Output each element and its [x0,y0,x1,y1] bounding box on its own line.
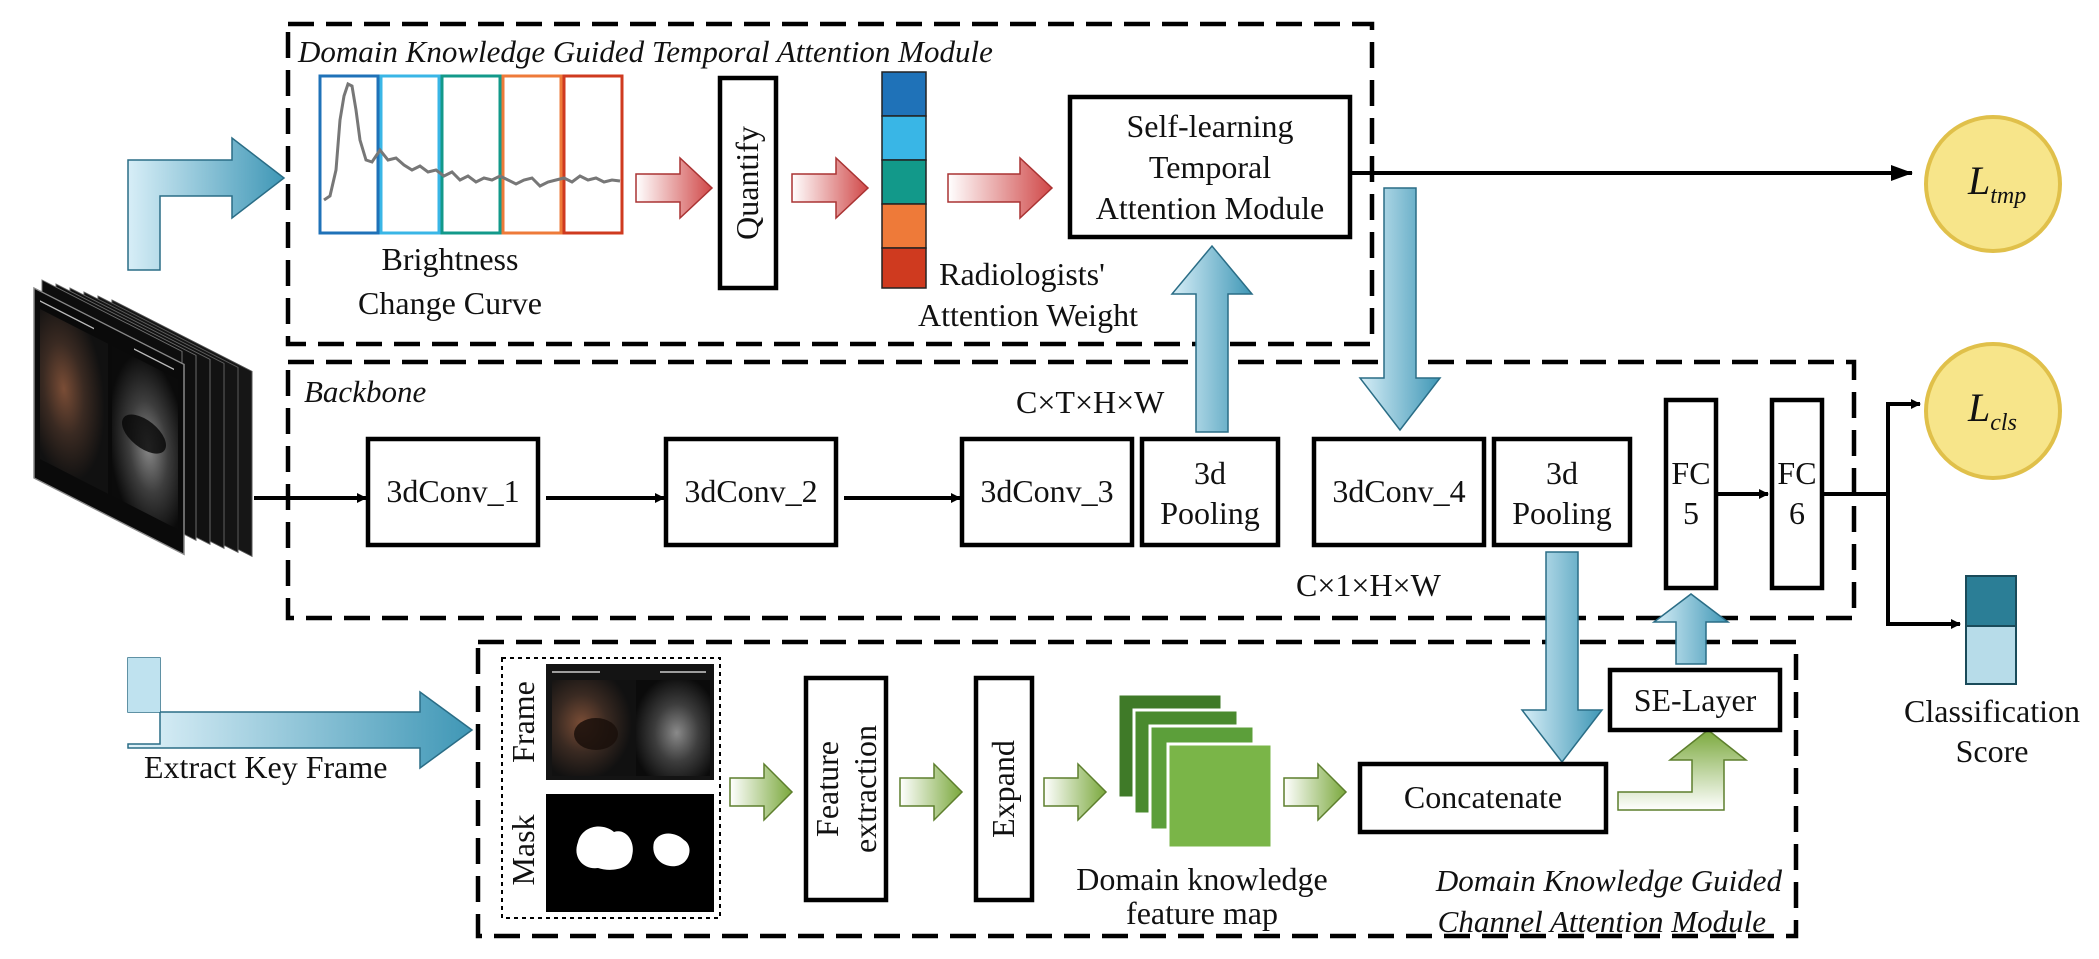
green-arrow-3 [1043,762,1108,822]
curve-label-line1: Brightness [382,241,519,277]
weight-label-line1: Radiologists' [939,256,1105,292]
fc5-line2: 5 [1683,495,1699,531]
green-arrow-2 [899,762,964,822]
feature-extraction-line2: extraction [847,725,883,853]
red-arrow-3 [947,156,1054,220]
classification-score-line1: Classification [1904,693,2080,729]
feature-map-stack [1116,692,1274,850]
self-learning-box [1067,94,1353,240]
quantify-label: Quantify [729,126,765,240]
backbone-border [285,359,1857,621]
lcls-loss-label: Lcls [1967,385,2017,436]
backbone-to-temporal-arrow [1170,244,1254,433]
fc5-line1: FC [1671,455,1710,491]
conv3-box [959,436,1135,548]
se-to-fc5-arrow [1651,593,1731,665]
pool1-box [1139,436,1281,548]
temporal-module-title: Domain Knowledge Guided Temporal Attenti… [297,34,993,69]
key-frame-image [546,664,714,780]
extract-key-frame-arrow [127,657,474,770]
conv4-label: 3dConv_4 [1332,473,1465,509]
temporal-to-backbone-arrow [1358,187,1442,432]
conv4-box [1311,436,1487,548]
red-arrow-1 [635,156,714,220]
lcls-loss-circle [1924,342,2062,480]
input-video-stack [33,279,253,558]
conv2-label: 3dConv_2 [684,473,817,509]
green-arrow-4 [1283,762,1348,822]
pool2-line2: Pooling [1512,495,1612,531]
mask-label: Mask [505,814,541,885]
concatenate-box [1357,761,1609,835]
se-layer-label: SE-Layer [1634,682,1757,718]
mask-image [546,794,714,912]
concat-to-se-arrow [1617,729,1749,811]
self-learning-line2: Temporal [1149,149,1271,185]
dim-bottom-label: C×1×H×W [1296,567,1442,603]
classification-score-bar [1965,575,2017,685]
conv1-box [365,436,541,548]
dim-top-label: C×T×H×W [1016,384,1165,420]
attention-weight-bar [881,71,927,289]
fc6-line1: FC [1777,455,1816,491]
feature-extraction-line1: Feature [809,741,845,837]
pool1-line2: Pooling [1160,495,1260,531]
conv1-label: 3dConv_1 [386,473,519,509]
conv3-label: 3dConv_3 [980,473,1113,509]
fc6-line2: 6 [1789,495,1805,531]
channel-module-border [475,639,1799,939]
pool2-line1: 3d [1546,455,1578,491]
fc6-to-score-arrow [1886,494,1961,629]
channel-module-title-line2: Channel Attention Module [1438,904,1767,939]
fc6-to-lcls-arrow [1822,399,1921,496]
fc6-box [1769,397,1825,591]
ltmp-loss-label: Ltmp [1967,158,2026,209]
self-learning-line3: Attention Module [1096,190,1324,226]
feature-map-line2: feature map [1126,895,1278,931]
channel-module-title-line1: Domain Knowledge Guided [1435,863,1783,898]
fc5-box [1663,397,1719,591]
brightness-change-curve [318,74,624,235]
se-layer-box [1607,667,1783,733]
extract-key-frame-label: Extract Key Frame [144,749,387,785]
curve-label-line2: Change Curve [358,285,542,321]
feature-extraction-box [803,675,889,903]
to-temporal-module-arrow [127,136,286,271]
weight-label-line2: Attention Weight [918,297,1138,333]
frame-label: Frame [505,681,541,763]
concatenate-label: Concatenate [1404,779,1562,815]
green-arrow-1 [729,762,794,822]
classification-score-line2: Score [1956,733,2029,769]
pool1-line1: 3d [1194,455,1226,491]
feature-map-line1: Domain knowledge [1076,861,1328,897]
backbone-title: Backbone [304,374,426,409]
red-arrow-2 [791,156,870,220]
self-learning-line1: Self-learning [1126,108,1293,144]
temporal-module-border [285,21,1375,347]
expand-label: Expand [985,740,1021,838]
key-frame-panel [501,657,721,919]
expand-box [973,675,1035,903]
conv2-box [663,436,839,548]
quantify-box [717,75,779,291]
ltmp-loss-circle [1924,115,2062,253]
pool2-box [1491,436,1633,548]
pool-to-concat-arrow [1520,551,1604,764]
